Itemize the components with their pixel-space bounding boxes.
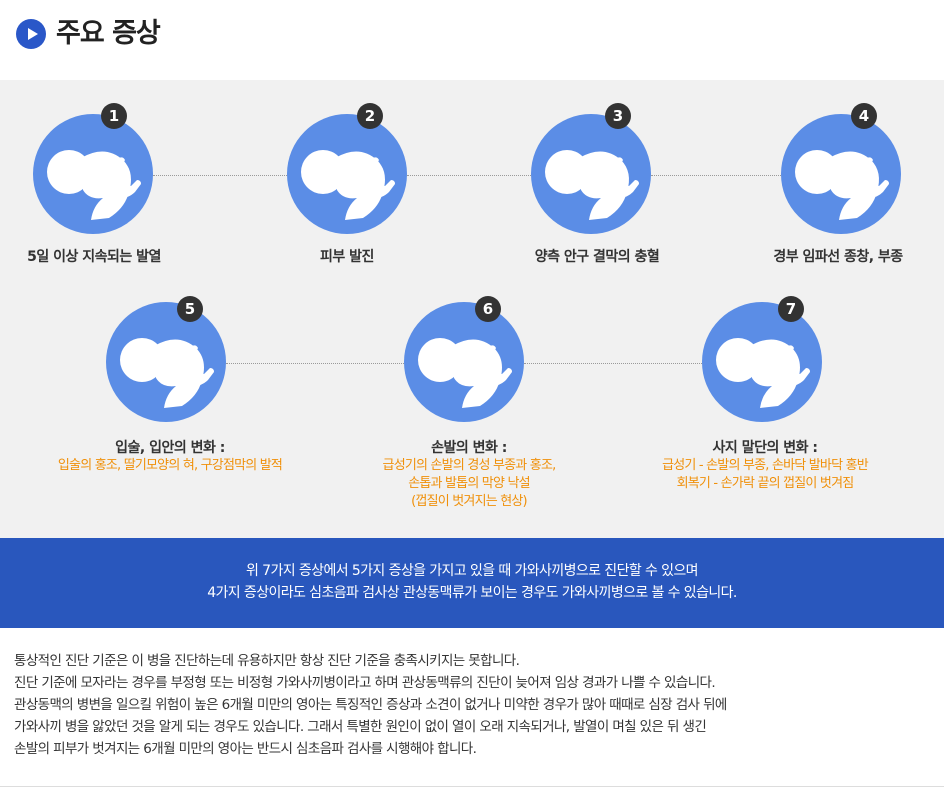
step-number-badge: 1 [101,103,127,129]
step-number-badge: 3 [605,103,631,129]
baby-circle [702,302,822,422]
symptom-description: 입술의 홍조, 딸기모양의 혀, 구강점막의 발적 [57,458,283,473]
baby-circle [287,114,407,234]
symptom-label: 입술, 입안의 변화 : [115,440,225,456]
symptom-label: 양측 안구 결막의 충혈 [534,249,660,265]
dotted-connector [153,175,287,176]
page-title: 주요 증상 [56,18,161,49]
baby-circle [781,114,901,234]
dotted-connector [226,363,404,364]
symptom-label: 5일 이상 지속되는 발열 [27,249,161,265]
section-header: 주요 증상 [0,0,944,80]
dotted-connector [524,363,702,364]
baby-icon [301,150,395,220]
baby-icon [120,338,214,408]
symptom-label: 피부 발진 [320,249,374,265]
baby-icon [545,150,639,220]
body-line: 통상적인 진단 기준은 이 병을 진단하는데 유용하지만 항상 진단 기준을 충… [14,653,520,669]
body-line: 손발의 피부가 벗겨지는 6개월 미만의 영아는 반드시 심초음파 검사를 시행… [14,741,477,757]
baby-circle [404,302,524,422]
baby-icon [795,150,889,220]
symptom-label: 손발의 변화 : [431,440,507,456]
diagnosis-banner: 위 7가지 증상에서 5가지 증상을 가지고 있을 때 가와사끼병으로 진단할 … [0,538,944,628]
symptom-label: 경부 임파선 종창, 부종 [773,249,903,265]
symptom-label: 사지 말단의 변화 : [712,440,818,456]
step-number-badge: 6 [475,296,501,322]
baby-circle [106,302,226,422]
baby-icon [418,338,512,408]
diagnosis-note: 통상적인 진단 기준은 이 병을 진단하는데 유용하지만 항상 진단 기준을 충… [14,650,934,760]
dotted-connector [407,175,531,176]
step-number-badge: 2 [357,103,383,129]
body-line: 가와사끼 병을 앓았던 것을 알게 되는 경우도 있습니다. 그래서 특별한 원… [14,719,707,735]
baby-icon [47,150,141,220]
symptom-description: 급성기 - 손발의 부종, 손바닥 발바닥 홍반 회복기 - 손가락 끝의 껍질… [662,458,869,491]
divider [0,786,944,787]
body-line: 진단 기준에 모자라는 경우를 부정형 또는 비정형 가와사끼병이라고 하며 관… [14,675,716,691]
baby-circle [531,114,651,234]
baby-circle [33,114,153,234]
body-line: 관상동맥의 병변을 일으킬 위험이 높은 6개월 미만의 영아는 특징적인 증상… [14,697,727,713]
banner-line: 위 7가지 증상에서 5가지 증상을 가지고 있을 때 가와사끼병으로 진단할 … [246,563,699,579]
play-icon [16,19,46,49]
step-number-badge: 7 [778,296,804,322]
baby-icon [716,338,810,408]
banner-line: 4가지 증상이라도 심초음파 검사상 관상동맥류가 보이는 경우도 가와사끼병으… [207,585,737,601]
dotted-connector [651,175,781,176]
step-number-badge: 4 [851,103,877,129]
symptom-description: 급성기의 손발의 경성 부종과 홍조, 손톱과 발톱의 막양 낙설 (껍질이 벗… [382,458,557,509]
step-number-badge: 5 [177,296,203,322]
symptom-panel: 1 5일 이상 지속되는 발열 2 피부 발진 3 양측 안구 결막의 충혈 4… [0,80,944,538]
